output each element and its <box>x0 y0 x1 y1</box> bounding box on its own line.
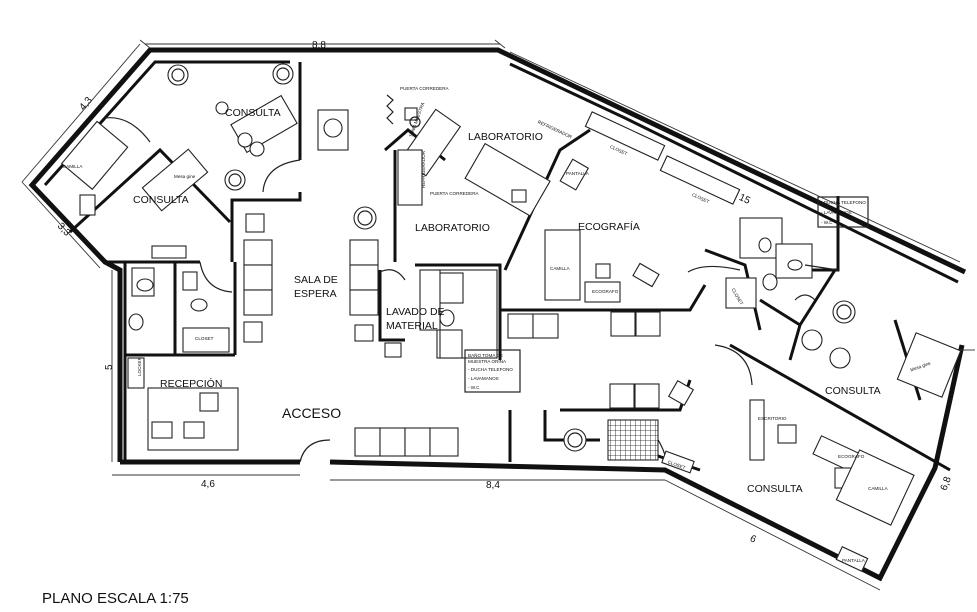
label-camilla-1: - CAMILLA <box>60 164 83 169</box>
label-puerta-corredera-1: PUERTA CORREDERA <box>400 86 450 91</box>
dim-bottom-left: 4,6 <box>201 479 215 490</box>
label-locker: LOCKER <box>137 356 142 376</box>
room-label-acceso: ACCESO <box>282 405 341 421</box>
dim-bottom-mid: 8,4 <box>486 480 500 491</box>
note-bano-5: - W.C <box>468 385 480 390</box>
label-closet-5: CLOSET <box>667 459 686 470</box>
room-label-laboratorio-bottom: LABORATORIO <box>415 222 490 234</box>
room-label-consulta-left: CONSULTA <box>133 194 189 206</box>
room-label-lavado-2: MATERIAL <box>386 320 438 332</box>
note-bano-1: BAÑO TOMA DE <box>468 352 503 358</box>
room-label-recepcion: RECEPCIÓN <box>160 377 222 390</box>
note-bano-4: - LAVAMANOS <box>468 376 499 381</box>
room-label-sala-espera-2: ESPERA <box>294 288 337 300</box>
note-ducha-2: - LAVAMANOS <box>821 210 852 215</box>
room-label-ecografia: ECOGRAFÍA <box>578 220 640 233</box>
label-closet-3: CLOSET <box>691 192 710 204</box>
label-puerta-corredera-2: PUERTA CORREDERA <box>430 191 480 196</box>
label-escritorio: ESCRITORIO <box>758 416 787 421</box>
label-pantalla-2: PANTALLA <box>842 558 866 563</box>
dimension-lines <box>21 39 975 591</box>
note-ducha-3: - W.C <box>821 220 833 225</box>
label-ecografo-2: ECOGRAFO <box>838 454 865 459</box>
plan-title: PLANO ESCALA 1:75 <box>42 590 189 607</box>
door-swings <box>104 117 816 463</box>
interior-walls <box>68 62 951 472</box>
dim-right-diag: 15 <box>737 192 752 207</box>
label-closet-1: CLOSET <box>195 336 214 341</box>
room-label-consulta-bottom: CONSULTA <box>747 483 803 495</box>
callout-notes: BAÑO TOMA DE MUESTRA ORINA - DUCHA TELEF… <box>468 200 866 390</box>
room-label-consulta-top: CONSULTA <box>225 107 281 119</box>
note-bano-3: - DUCHA TELEFONO <box>468 367 513 372</box>
dim-bottom-right: 6 <box>748 533 758 546</box>
room-label-laboratorio-top: LABORATORIO <box>468 131 543 143</box>
label-mesa-gine-1: Mesa gine <box>174 174 196 179</box>
room-label-sala-espera-1: SALA DE <box>294 274 338 286</box>
room-label-consulta-right: CONSULTA <box>825 385 881 397</box>
label-closet-2: CLOSET <box>609 144 628 156</box>
dim-top: 8,8 <box>312 40 326 51</box>
dim-left-lower: 5 <box>104 364 115 370</box>
label-refrigerador-2: REFRIGERADOR <box>421 150 426 188</box>
room-label-lavado-1: LAVADO DE <box>386 306 445 318</box>
room-labels: CONSULTA CONSULTA LABORATORIO LABORATORI… <box>133 107 881 495</box>
note-bano-2: MUESTRA ORINA <box>468 359 507 364</box>
dim-right-end: 6,8 <box>939 475 954 492</box>
label-pantalla-1: PANTALLA <box>566 171 590 176</box>
label-camilla-2: CAMILLA <box>550 266 571 271</box>
furniture <box>60 63 962 572</box>
label-camilla-3: CAMILLA <box>868 486 889 491</box>
dim-left-upper: 4,3 <box>77 95 95 113</box>
label-ecografo-1: ECOGRAFO <box>592 289 619 294</box>
note-ducha-1: - DUCHA TELEFONO <box>821 200 866 205</box>
